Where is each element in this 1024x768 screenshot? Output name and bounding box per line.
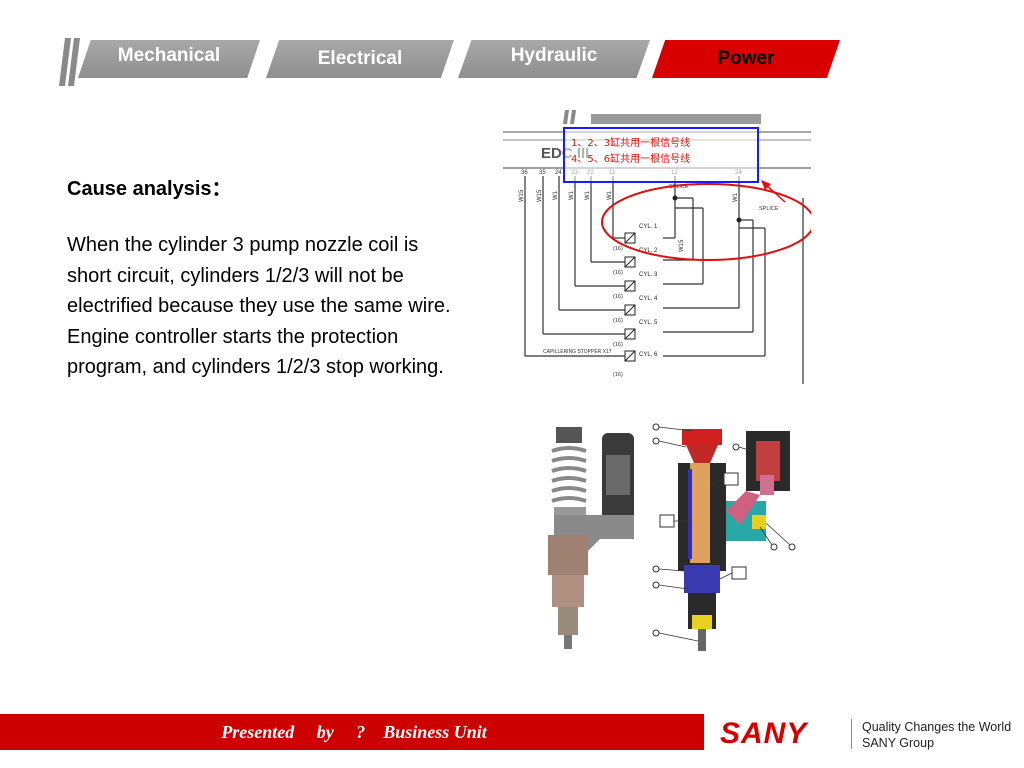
connector-label: (16) — [613, 342, 623, 348]
cause-paragraph: When the cylinder 3 pump nozzle coil is … — [67, 234, 451, 378]
wire-label: W1 — [585, 190, 591, 200]
footer-presented-text: Presented by ? Business Unit — [221, 721, 487, 742]
connector-label: (16) — [613, 294, 623, 300]
connector-label: (16) — [613, 372, 623, 378]
pin-number: 36 — [521, 170, 528, 176]
note-line-2: 4、5、6缸共用一根信号线 — [571, 152, 690, 165]
wire-label: W15 — [679, 239, 685, 252]
note-line-1: 1、2、3缸共用一根信号线 — [571, 136, 690, 149]
injector-illustration — [548, 423, 796, 651]
section-heading: Cause analysis： — [67, 178, 232, 200]
tab-label: Electrical — [317, 48, 403, 69]
tab-hydraulic[interactable]: Hydraulic — [458, 40, 650, 78]
footer-bar: Presented by ? Business Unit — [0, 714, 704, 750]
tab-label: Mechanical — [117, 45, 221, 66]
cylinder-label: CYL. 4 — [639, 296, 658, 302]
wire-label: W15 — [537, 189, 543, 202]
connector-label: (16) — [613, 318, 623, 324]
stopper-label: CAPILLERING STOPPER X17 — [543, 349, 612, 355]
wire-label: W15 — [519, 189, 525, 202]
cylinder-label: CYL. 6 — [639, 352, 658, 358]
company-tagline: Quality Changes the World SANY Group — [862, 719, 1011, 751]
cylinder-label: CYL. 5 — [639, 320, 658, 326]
sany-logo: SANY — [720, 717, 808, 750]
wiring-schematic: EDC III 36 35 24 23 22 11 12 24 — [503, 110, 811, 384]
injector-cutaway — [652, 423, 796, 651]
tagline-line-2: SANY Group — [862, 736, 935, 750]
logo-divider — [851, 719, 852, 749]
pin-number: 24 — [555, 170, 562, 176]
connector-label: (16) — [613, 246, 623, 252]
connector-label: (16) — [613, 270, 623, 276]
tab-label: Hydraulic — [510, 45, 598, 66]
wire-label: W1 — [553, 190, 559, 200]
wire-label: W1 — [607, 190, 613, 200]
splice-label: SPLICE — [759, 206, 779, 212]
tab-label: Power — [717, 48, 775, 69]
tab-electrical[interactable]: Electrical — [266, 40, 454, 78]
splice-label: SPLICE — [669, 184, 689, 190]
tab-mechanical[interactable]: Mechanical — [78, 40, 260, 78]
pin-number: 35 — [539, 170, 546, 176]
wire-label: W1 — [733, 192, 739, 202]
header-slash-decoration — [59, 38, 80, 86]
tab-power[interactable]: Power — [652, 40, 840, 78]
tagline-line-1: Quality Changes the World — [862, 720, 1012, 734]
injector-photo — [548, 427, 634, 649]
wire-label: W1 — [569, 190, 575, 200]
cylinder-label: CYL. 3 — [639, 272, 658, 278]
cylinder-label: CYL. 1 — [639, 224, 658, 230]
cylinder-label: CYL. 2 — [639, 248, 658, 254]
